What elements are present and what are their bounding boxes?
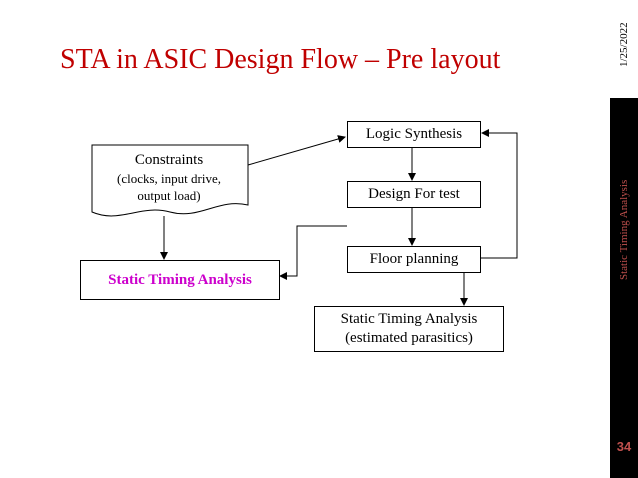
- constraints-title: Constraints: [134, 152, 204, 168]
- page-number: 34: [616, 439, 632, 454]
- sta-box-label: Static Timing Analysis: [108, 271, 252, 288]
- floor-planning-box: Floor planning: [347, 246, 481, 273]
- sta-estimated-box: Static Timing Analysis (estimated parasi…: [314, 306, 504, 352]
- sta-estimated-line2: (estimated parasitics): [345, 330, 473, 346]
- arrow-constraints-to-synthesis: [247, 135, 346, 166]
- constraints-label: Constraints (clocks, input drive, output…: [100, 150, 238, 204]
- design-for-test-label: Design For test: [368, 186, 460, 202]
- arrow-floorplan-to-sta: [279, 225, 347, 280]
- sta-estimated-line1: Static Timing Analysis: [340, 311, 478, 327]
- logic-synthesis-box: Logic Synthesis: [347, 121, 481, 148]
- constraints-document-shape: [91, 144, 249, 217]
- logic-synthesis-label: Logic Synthesis: [365, 126, 463, 142]
- arrow-floorplan-feedback-loop: [480, 129, 518, 259]
- sta-box: Static Timing Analysis: [80, 260, 280, 300]
- design-for-test-box: Design For test: [347, 181, 481, 208]
- constraints-line1: (clocks, input drive,: [117, 171, 221, 186]
- floor-planning-label: Floor planning: [369, 251, 459, 267]
- slide-title: STA in ASIC Design Flow – Pre layout: [60, 44, 501, 75]
- constraints-line2: output load): [137, 188, 201, 203]
- sidebar-dark-band: [610, 98, 638, 478]
